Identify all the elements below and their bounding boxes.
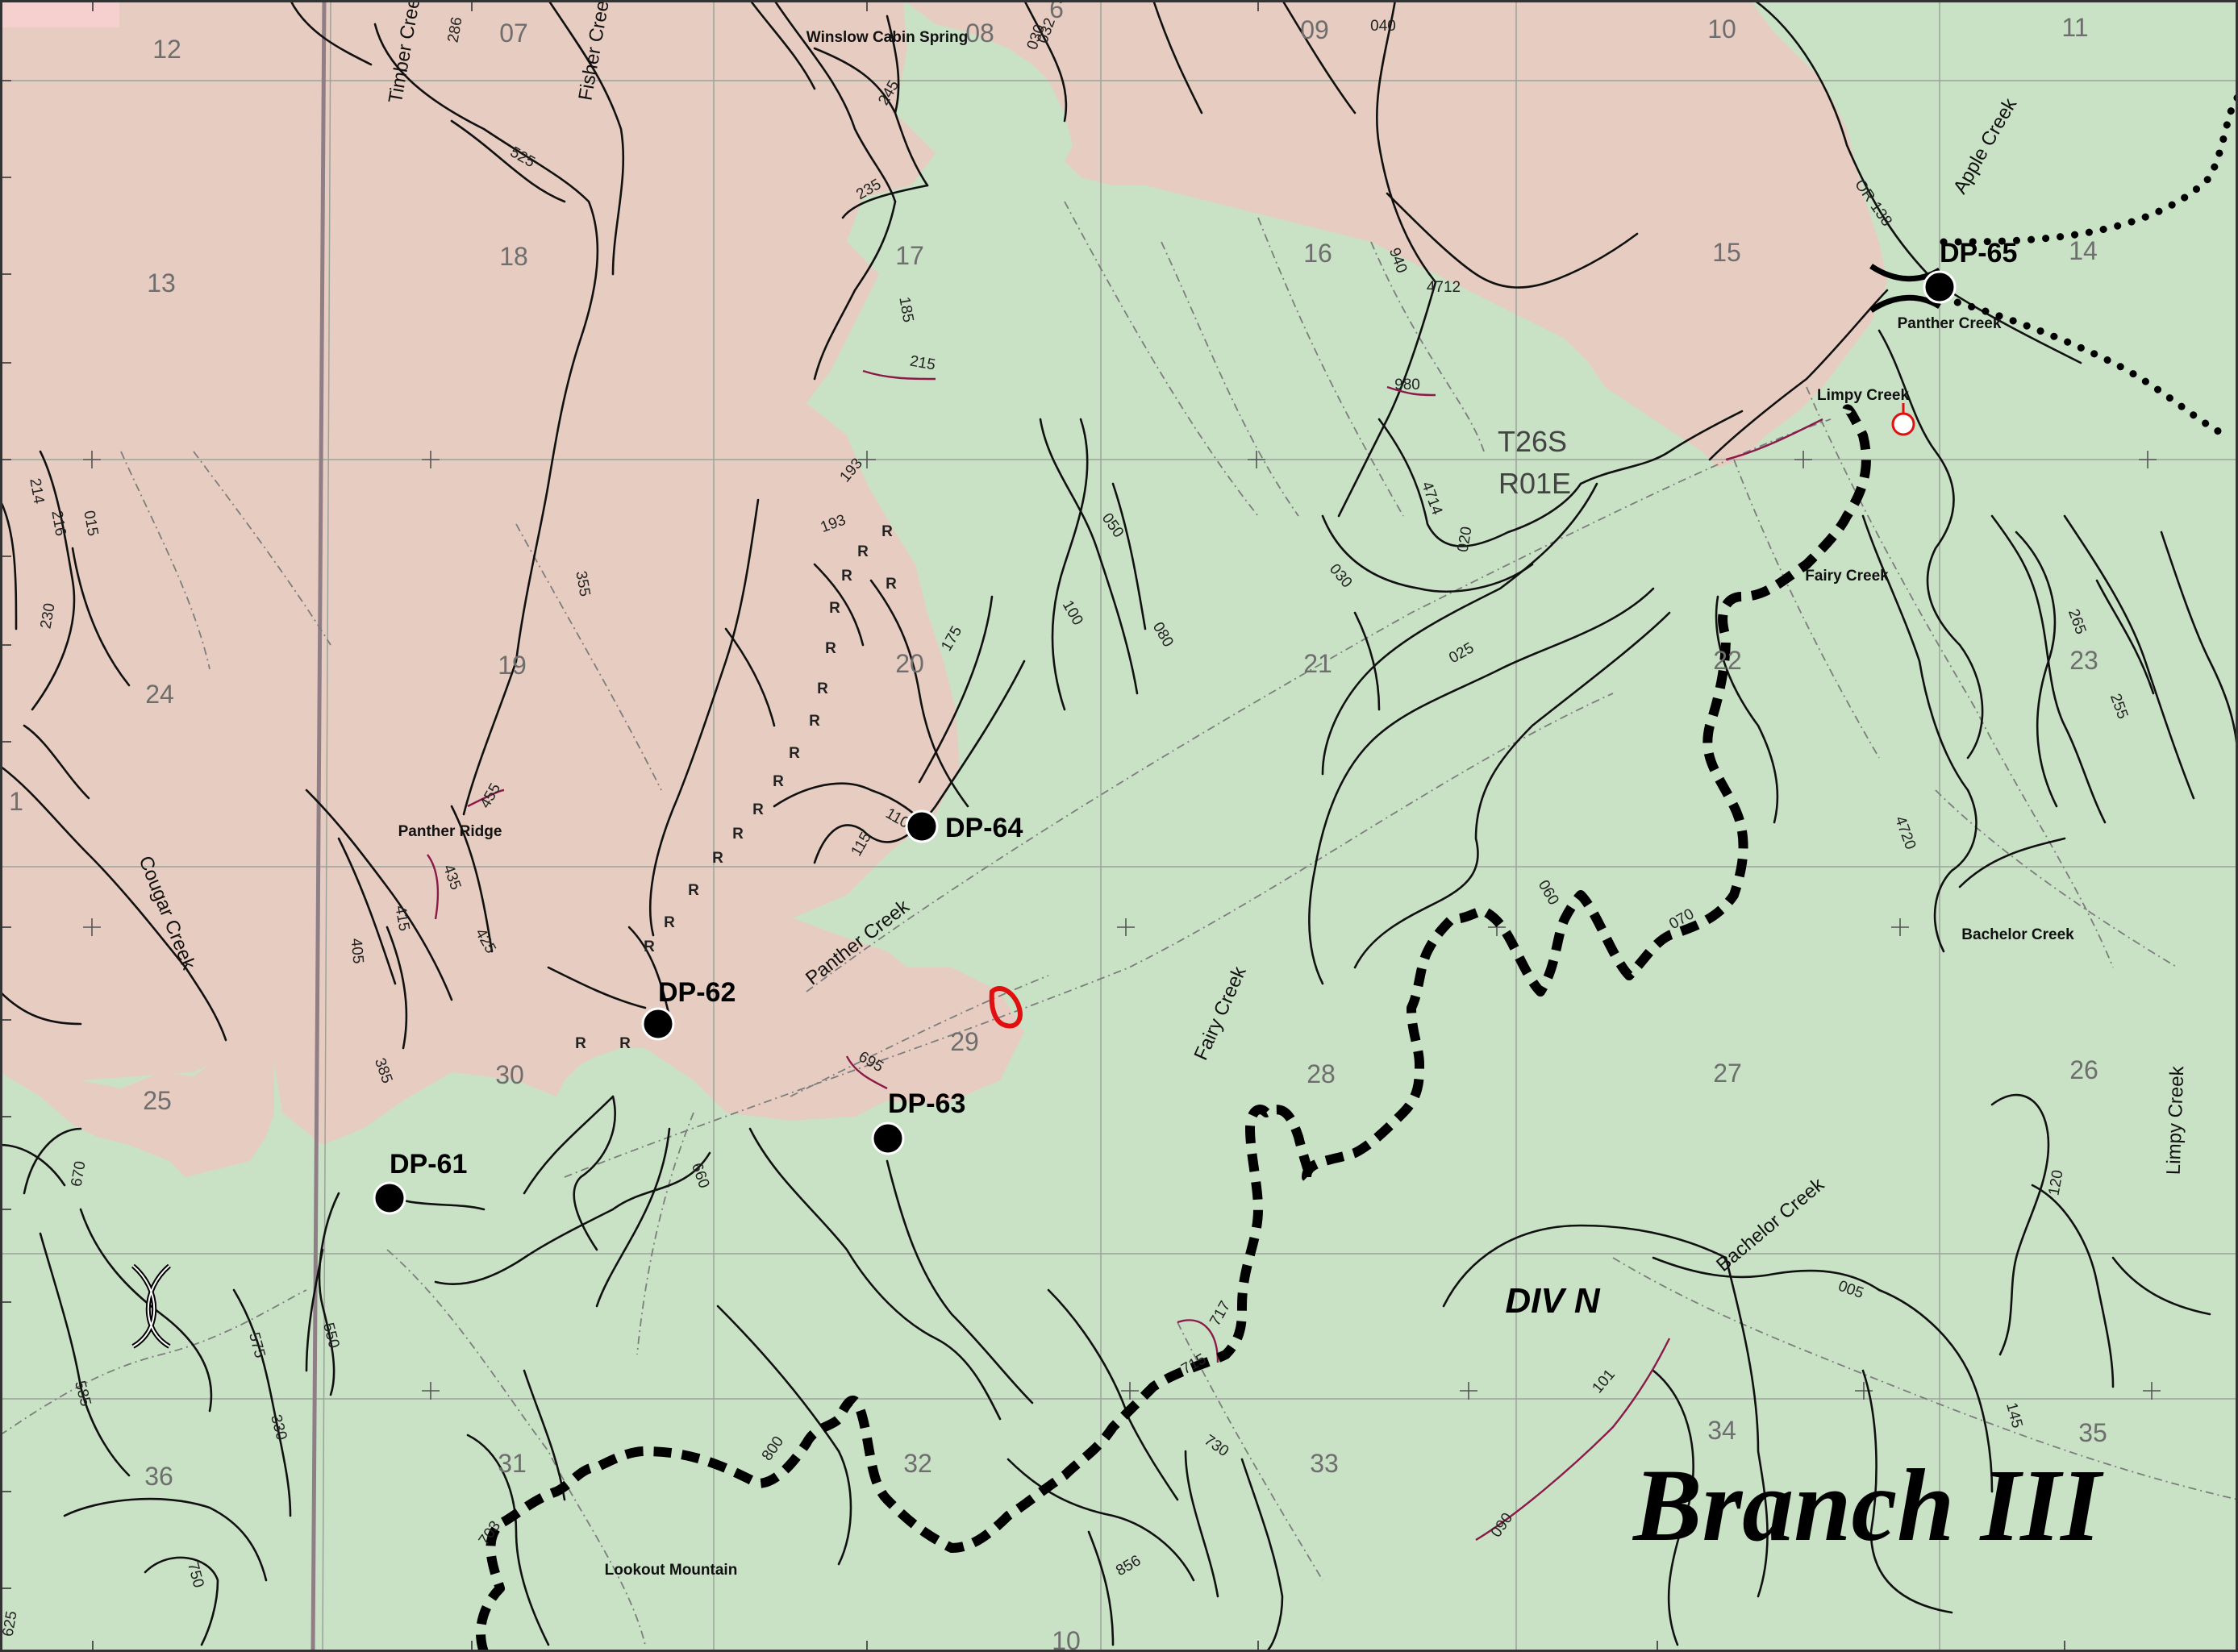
svg-text:405: 405 [348, 938, 367, 964]
branch-title: Branch III [1632, 1448, 2104, 1563]
svg-text:R: R [712, 850, 723, 867]
margin-label-bottom: 10 [1052, 1626, 1081, 1652]
svg-text:R: R [644, 938, 655, 955]
drop-point-dp-61[interactable]: DP-61 [373, 1149, 467, 1215]
drop-point-label: DP-62 [658, 977, 736, 1008]
dozer-line-north [1940, 93, 2238, 246]
place-label: Winslow Cabin Spring [806, 29, 968, 46]
svg-text:R: R [857, 543, 869, 560]
section-number: 31 [498, 1449, 527, 1478]
section-number: 09 [1300, 15, 1329, 44]
section-number: 17 [895, 241, 924, 270]
section-corners [83, 451, 2161, 1400]
svg-text:040: 040 [1370, 18, 1396, 35]
svg-text:R: R [841, 568, 852, 585]
drop-point-label: DP-64 [945, 813, 1023, 843]
drop-point-label: DP-61 [390, 1149, 467, 1180]
section-number: 26 [2069, 1055, 2098, 1084]
range-label: R01E [1498, 467, 1571, 500]
section-number: 19 [498, 651, 527, 680]
svg-text:R: R [773, 773, 784, 790]
section-number: 16 [1303, 239, 1332, 268]
section-number: 11 [2061, 13, 2088, 42]
svg-text:R: R [825, 640, 836, 657]
maroon-roads [427, 369, 1823, 1542]
section-number: 23 [2069, 646, 2098, 675]
svg-text:R: R [575, 1035, 586, 1052]
border-strip [0, 0, 119, 27]
section-number: 36 [144, 1462, 173, 1491]
svg-text:R: R [732, 826, 744, 843]
section-number: 21 [1303, 649, 1332, 678]
section-number: 08 [965, 19, 994, 48]
section-number: 10 [1707, 15, 1736, 44]
svg-text:R: R [664, 914, 675, 931]
spot-fire [989, 986, 1023, 1029]
creek-label: Limpy Creek [2163, 1065, 2189, 1176]
margin-label-left: 1 [9, 787, 23, 816]
drop-point-label: DP-63 [888, 1088, 965, 1119]
section-number: 07 [499, 19, 528, 48]
place-label: Panther Ridge [398, 823, 502, 840]
drop-point-label: DP-65 [1940, 238, 2017, 268]
section-numbers: 12 07 08 09 10 11 13 18 17 16 15 14 24 1… [143, 13, 2107, 1491]
svg-text:980: 980 [1394, 377, 1420, 393]
section-number: 28 [1307, 1059, 1336, 1088]
dozer-line-east [1940, 294, 2230, 439]
dozer-r-line: R R R R R R R R R R R R R R R R R R [575, 523, 897, 1052]
creek-label-small: Limpy Creek [1817, 387, 1909, 404]
private-land-west-lower [0, 1044, 274, 1177]
margin-label-top: 6 [1049, 0, 1064, 23]
section-number: 15 [1712, 238, 1741, 267]
section-number: 13 [147, 268, 176, 298]
svg-text:R: R [789, 745, 800, 762]
svg-text:R: R [688, 882, 699, 899]
private-land-west [0, 0, 1024, 1145]
svg-text:R: R [881, 523, 893, 540]
section-number: 24 [145, 680, 174, 709]
fire-perimeter [476, 404, 1871, 1652]
creek-label-small: Bachelor Creek [1961, 926, 2074, 943]
creek-label-small: Panther Creek [1898, 315, 2002, 332]
svg-text:R: R [817, 680, 828, 697]
drop-point-dp-65[interactable]: DP-65 [1923, 238, 2017, 304]
section-number: 29 [950, 1027, 979, 1056]
section-number: 12 [152, 35, 181, 64]
section-number: 27 [1713, 1059, 1742, 1088]
drop-point-dp-64[interactable]: DP-64 [905, 809, 1023, 843]
division-label: DIV N [1505, 1281, 1601, 1321]
section-number: 25 [143, 1086, 172, 1115]
drop-points: DP-61 DP-62 DP-63 DP-64 DP-65 [373, 238, 2017, 1215]
section-number: 22 [1713, 646, 1742, 675]
township-label: T26S [1498, 425, 1567, 458]
section-number: 32 [903, 1449, 932, 1478]
section-number: 14 [2069, 236, 2098, 265]
section-number: 18 [499, 242, 528, 271]
section-number: 30 [495, 1060, 524, 1089]
drop-point-dp-63[interactable]: DP-63 [871, 1088, 965, 1155]
trails [0, 201, 2238, 1646]
bridge-icon [131, 1263, 172, 1349]
helispot-icon [1891, 403, 1915, 436]
svg-text:R: R [752, 801, 764, 818]
section-number: 33 [1310, 1449, 1339, 1478]
section-number: 20 [895, 649, 924, 678]
drop-point-dp-62[interactable]: DP-62 [641, 977, 736, 1041]
svg-text:R: R [886, 576, 897, 593]
svg-text:R: R [809, 713, 820, 730]
section-number: 35 [2078, 1418, 2107, 1447]
section-number: 34 [1707, 1416, 1736, 1445]
svg-text:R: R [619, 1035, 631, 1052]
creek-label-small: Fairy Creek [1805, 568, 1889, 585]
svg-text:R: R [829, 600, 840, 617]
svg-text:4712: 4712 [1427, 279, 1461, 296]
private-land-northeast [903, 0, 1887, 468]
place-label: Lookout Mountain [605, 1562, 738, 1579]
